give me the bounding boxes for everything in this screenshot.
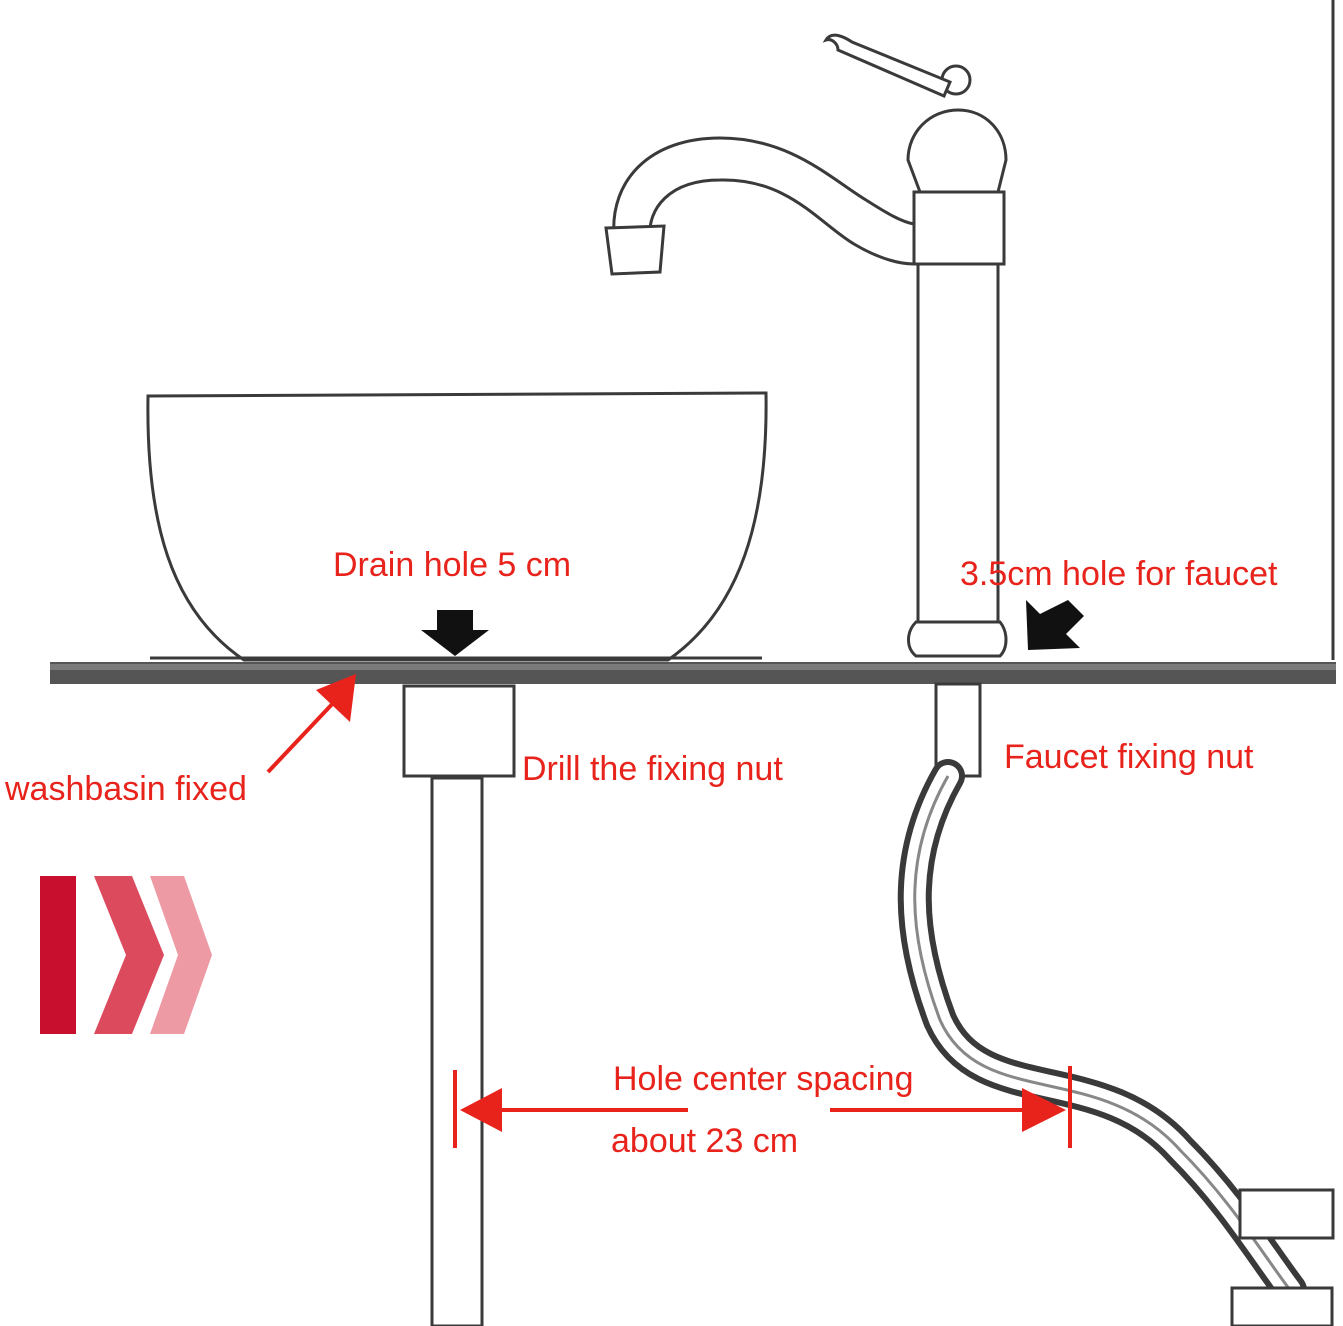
angle-valve-lower [1230, 1286, 1334, 1326]
drain-fixing-nut [402, 684, 516, 778]
double-headed-arrow-icon [460, 1088, 502, 1132]
faucet-nut-label: Faucet fixing nut [1004, 738, 1254, 776]
drill-nut-label: Drill the fixing nut [522, 750, 783, 788]
washbasin-fixed-label: washbasin fixed [4, 770, 247, 808]
chevron-mid-icon [94, 876, 164, 1034]
down-arrow-icon [421, 610, 489, 656]
spacing-label-line2: about 23 cm [611, 1122, 798, 1160]
supply-hose-core [913, 775, 1292, 1291]
faucet-dome [906, 108, 1008, 194]
faucet-base [907, 620, 1008, 658]
faucet-aerator [604, 224, 666, 276]
diagonal-arrow-icon [1026, 600, 1084, 650]
countertop-highlight [50, 664, 1336, 670]
vessel-basin [146, 391, 768, 662]
angle-valve-upper [1238, 1188, 1335, 1240]
drain-pipe [430, 776, 484, 1326]
chevron-icon [40, 876, 212, 1034]
faucet-lever [822, 33, 952, 98]
chevron-light-icon [150, 876, 212, 1034]
washbasin-arrow-head-icon [316, 674, 356, 722]
faucet-collar [912, 190, 1006, 266]
faucet-hole-label: 3.5cm hole for faucet [960, 555, 1278, 593]
spacing-label-line1: Hole center spacing [613, 1060, 914, 1098]
spacing-arrow-head-right-icon [1022, 1088, 1066, 1132]
faucet [604, 33, 1008, 658]
chevron-bar [40, 876, 76, 1034]
drain-hole-label: Drain hole 5 cm [333, 546, 571, 584]
faucet-column [916, 262, 1000, 628]
washbasin-arrow-line [266, 698, 338, 774]
